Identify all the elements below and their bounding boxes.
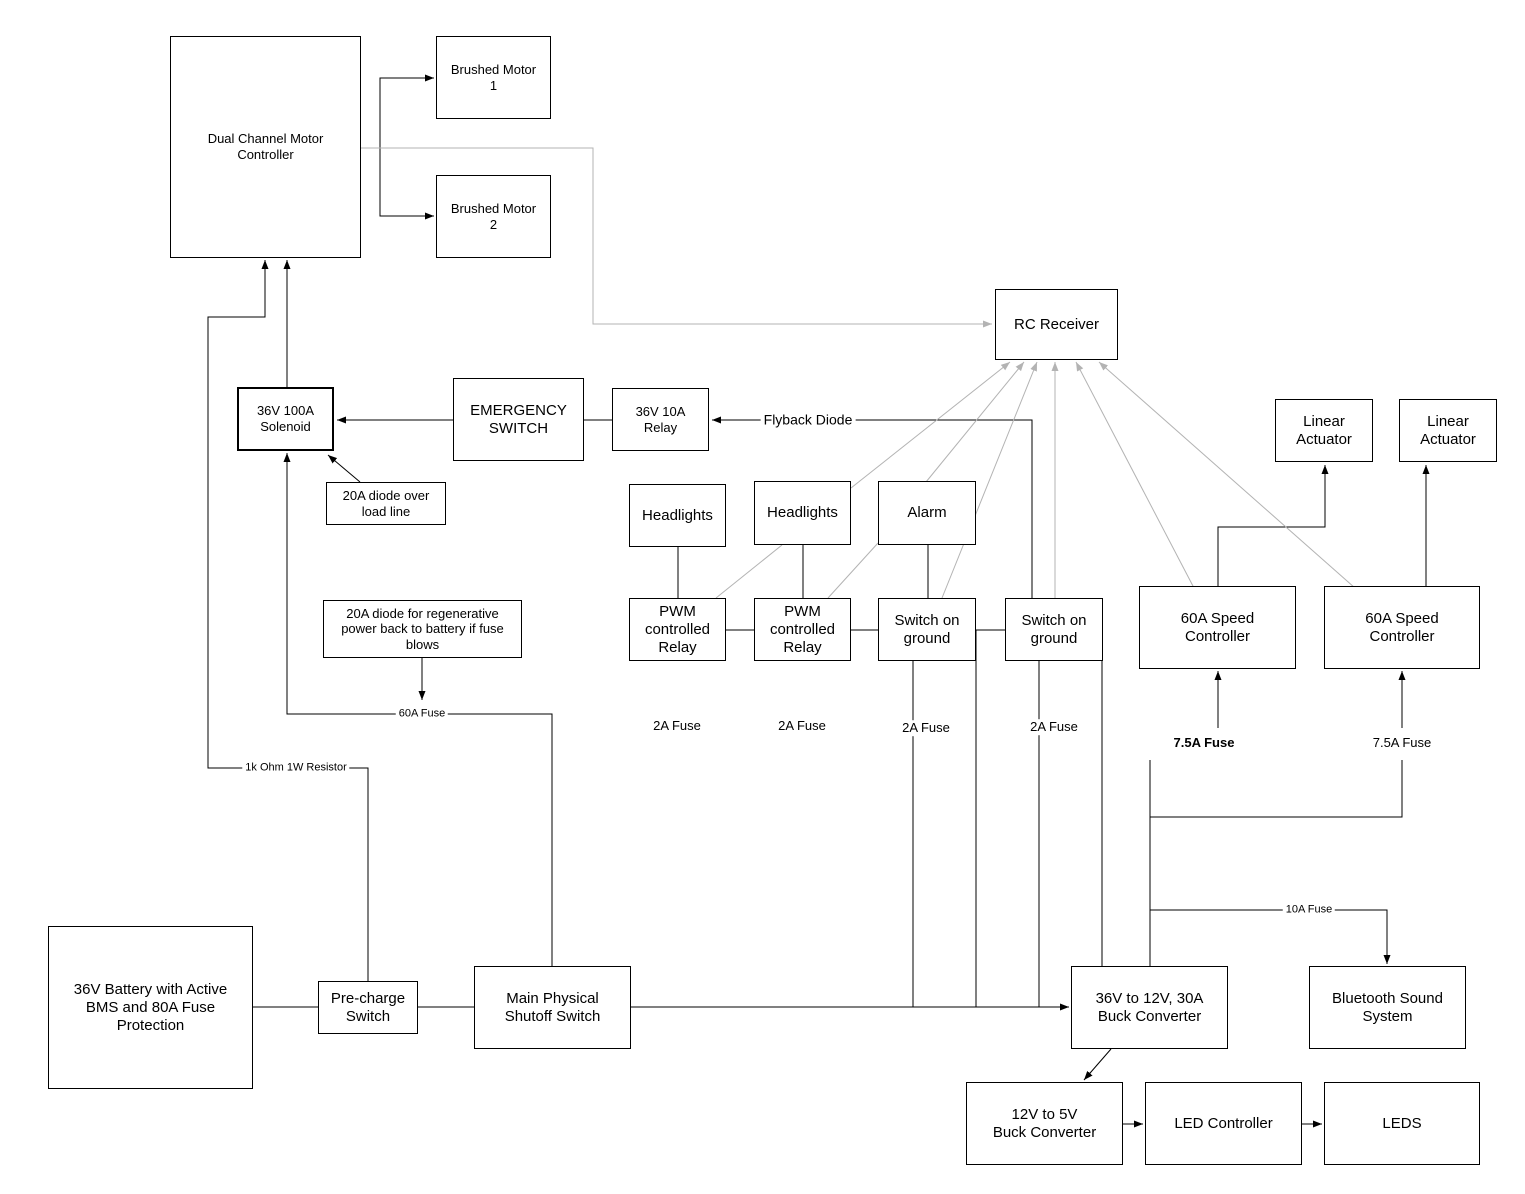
fuse-2a-4-label: 2A Fuse (1027, 719, 1081, 735)
signal-headlights-rc (850, 361, 1011, 489)
speed-controller1-block: 60A Speed Controller (1139, 586, 1296, 669)
fuse-2a-2-label: 2A Fuse (775, 718, 829, 734)
buck-12v-label: 36V to 12V, 30A Buck Converter (1095, 989, 1204, 1025)
main-switch-block: Main Physical Shutoff Switch (474, 966, 631, 1049)
alarm-block: Alarm (878, 481, 976, 545)
diode-regen-label: 20A diode for regenerative power back to… (341, 605, 504, 652)
linear-actuator2-label: Linear Actuator (1420, 412, 1476, 448)
speed-controller2-label: 60A Speed Controller (1365, 609, 1439, 645)
wire-bus-bluetooth (1150, 909, 1391, 964)
fuse-7-5a-1-label: 7.5A Fuse (1170, 735, 1238, 751)
linear-actuator1-label: Linear Actuator (1296, 412, 1352, 448)
buck-12v-block: 36V to 12V, 30A Buck Converter (1071, 966, 1228, 1049)
rc-receiver-label: RC Receiver (1013, 315, 1100, 333)
fuse-7-5a-2-label: 7.5A Fuse (1369, 735, 1435, 751)
wire-speed1-actuator1 (1217, 465, 1329, 586)
switch-ground2-label: Switch on ground (1021, 611, 1087, 647)
emergency-switch-block: EMERGENCY SWITCH (453, 378, 584, 461)
headlights1-label: Headlights (642, 506, 713, 524)
alarm-label: Alarm (907, 504, 947, 521)
led-controller-label: LED Controller (1174, 1114, 1273, 1132)
fuse-60a-label: 60A Fuse (395, 707, 449, 721)
motor2-block: Brushed Motor 2 (436, 175, 551, 258)
wire-precharge-resistor (207, 260, 369, 981)
leds-block: LEDS (1324, 1082, 1480, 1165)
diode-overload-label: 20A diode over load line (342, 487, 430, 519)
precharge-label: Pre-charge Switch (330, 989, 406, 1025)
wire-controller-motor2 (379, 148, 434, 220)
signal-alarm-rc (925, 361, 1025, 483)
pwm-relay1-block: PWM controlled Relay (629, 598, 726, 661)
relay-label: 36V 10A Relay (635, 403, 686, 435)
bluetooth-label: Bluetooth Sound System (1332, 989, 1443, 1025)
switch-ground1-block: Switch on ground (878, 598, 976, 661)
relay-block: 36V 10A Relay (612, 388, 709, 451)
fuse-10a-label: 10A Fuse (1282, 903, 1336, 917)
linear-actuator1-block: Linear Actuator (1275, 399, 1373, 462)
rc-receiver-block: RC Receiver (995, 289, 1118, 360)
emergency-switch-label: EMERGENCY SWITCH (470, 401, 567, 437)
fuse-2a-1-label: 2A Fuse (650, 718, 704, 734)
wire-controller-motor1 (361, 74, 434, 149)
resistor-label: 1k Ohm 1W Resistor (242, 761, 350, 775)
motor-controller-block: Dual Channel Motor Controller (170, 36, 361, 258)
linear-actuator2-block: Linear Actuator (1399, 399, 1497, 462)
flyback-diode-label: Flyback Diode (760, 411, 856, 429)
led-controller-block: LED Controller (1145, 1082, 1302, 1165)
buck-5v-label: 12V to 5V Buck Converter (992, 1105, 1097, 1141)
signal-controller-rc (361, 147, 992, 328)
motor1-label: Brushed Motor 1 (450, 61, 537, 93)
solenoid-block: 36V 100A Solenoid (237, 387, 334, 451)
wire-overload-diode (327, 454, 361, 483)
pwm-relay2-label: PWM controlled Relay (769, 602, 836, 656)
headlights2-block: Headlights (754, 481, 851, 545)
headlights2-label: Headlights (767, 504, 838, 521)
diode-overload-block: 20A diode over load line (326, 482, 446, 525)
wire-bus-speed2 (1150, 760, 1403, 818)
buck-5v-block: 12V to 5V Buck Converter (966, 1082, 1123, 1165)
bluetooth-block: Bluetooth Sound System (1309, 966, 1466, 1049)
switch-ground2-block: Switch on ground (1005, 598, 1103, 661)
wire-buck12-buck5 (1083, 1048, 1112, 1081)
leds-label: LEDS (1382, 1114, 1422, 1132)
switch-ground1-label: Switch on ground (894, 611, 960, 647)
motor2-label: Brushed Motor 2 (450, 200, 537, 232)
precharge-block: Pre-charge Switch (318, 981, 418, 1034)
diode-regen-block: 20A diode for regenerative power back to… (323, 600, 522, 658)
pwm-relay2-block: PWM controlled Relay (754, 598, 851, 661)
pwm-relay1-label: PWM controlled Relay (644, 602, 711, 656)
battery-block: 36V Battery with Active BMS and 80A Fuse… (48, 926, 253, 1089)
headlights1-block: Headlights (629, 484, 726, 547)
motor1-block: Brushed Motor 1 (436, 36, 551, 119)
signal-speed1-rc (1075, 361, 1195, 589)
speed-controller2-block: 60A Speed Controller (1324, 586, 1480, 669)
motor-controller-label: Dual Channel Motor Controller (207, 131, 324, 162)
signal-switch1-rc (941, 361, 1038, 599)
signal-speed2-rc (1098, 361, 1356, 589)
signal-pwm2-rc (827, 542, 879, 599)
battery-label: 36V Battery with Active BMS and 80A Fuse… (73, 980, 228, 1034)
speed-controller1-label: 60A Speed Controller (1180, 609, 1255, 645)
fuse-2a-3-label: 2A Fuse (899, 720, 953, 736)
main-switch-label: Main Physical Shutoff Switch (504, 989, 601, 1025)
signal-pwm1-rc (715, 544, 783, 599)
solenoid-label: 36V 100A Solenoid (256, 403, 315, 434)
